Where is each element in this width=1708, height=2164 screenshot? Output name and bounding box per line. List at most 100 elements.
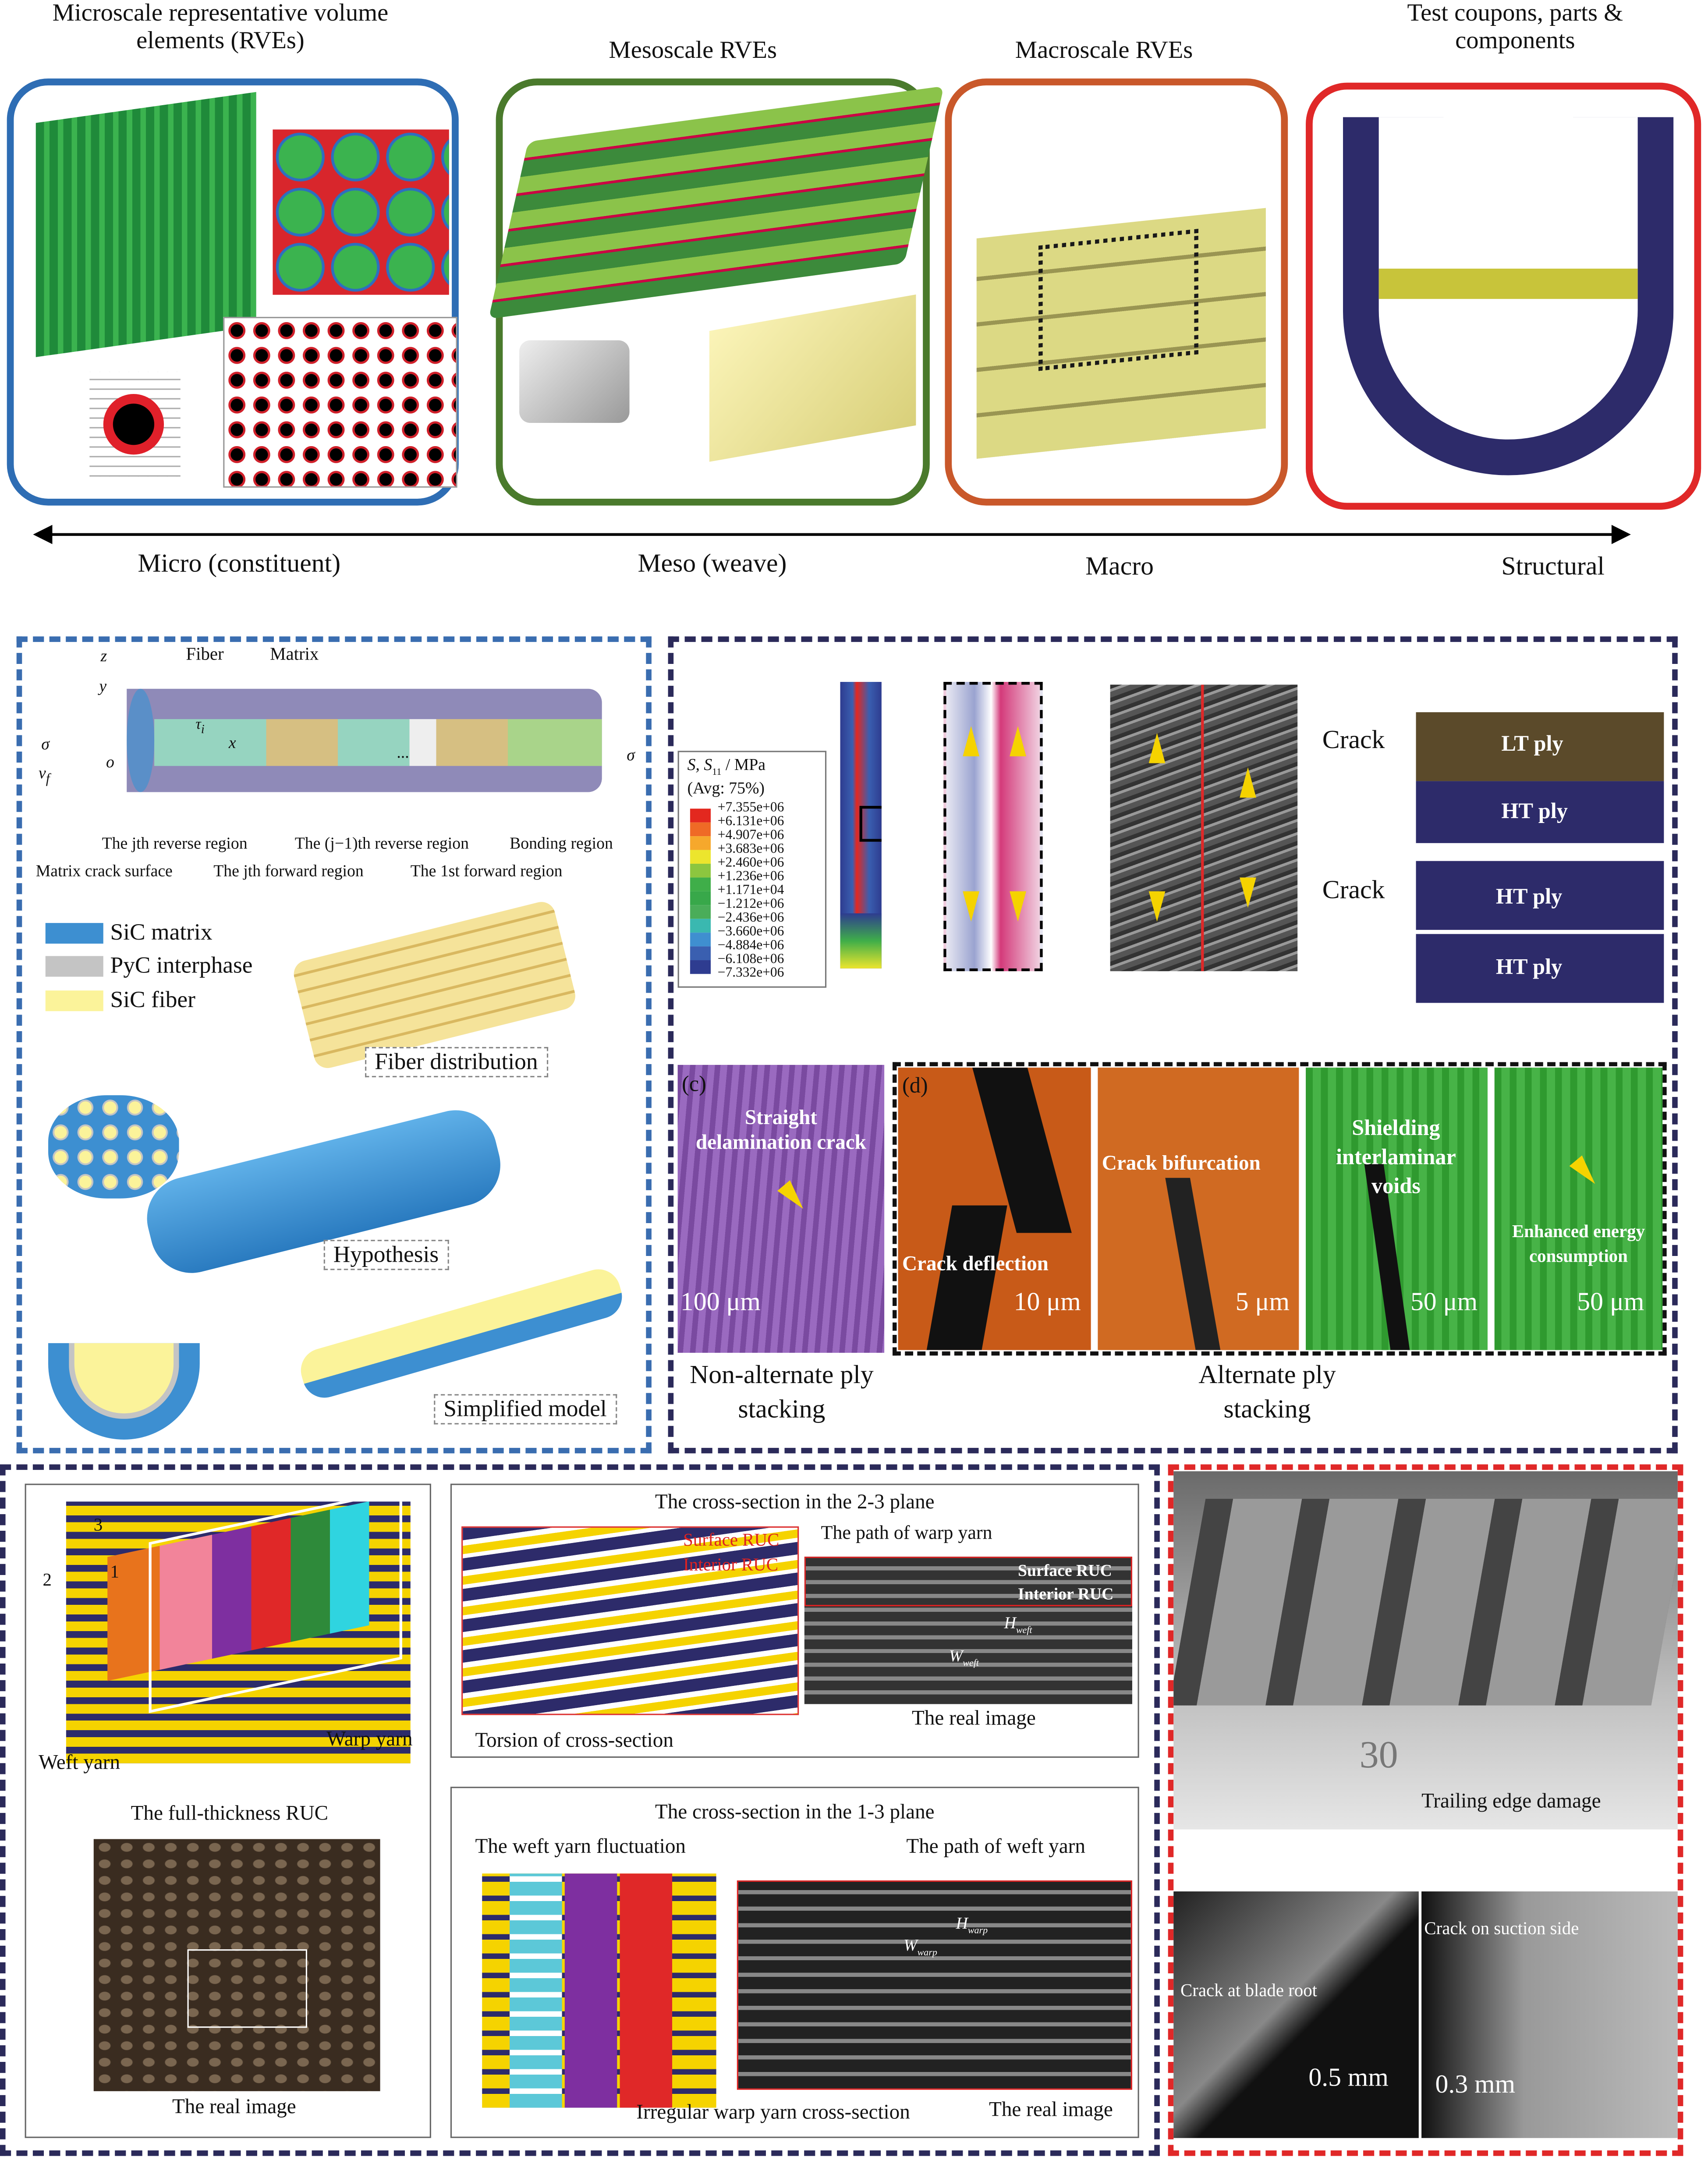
warp-yarn-label: Warp yarn [326,1729,413,1751]
cs23-real-image: Surface RUC Interior RUC Hweft Wweft [804,1557,1132,1704]
interface-schematic [943,682,1043,972]
legend-value: −4.884e+06 [717,938,784,954]
label-bonding: Bonding region [510,833,613,853]
cs23-model: Surface RUC Interior RUC [461,1526,799,1715]
lt-ply-label: LT ply [1501,733,1563,756]
blade-damage-photo: 30 Trailing edge damage [1173,1471,1678,1830]
scale-label-micro: Micro (constituent) [138,550,341,579]
ht-ply-1-label: HT ply [1501,800,1568,824]
h-warp-symbol: H [956,1913,968,1933]
legend-unit: / MPa [721,755,766,774]
cs23-title: The cross-section in the 2-3 plane [655,1492,935,1514]
legend-value: +4.907e+06 [717,828,784,843]
d1-scale: 10 μm [1013,1288,1081,1317]
matrix-label: Matrix [270,643,319,664]
axis-3-label: 3 [93,1514,103,1535]
label-matrix-crack: Matrix crack surface [35,861,173,880]
label-j-1-reverse: The (j−1)th reverse region [294,833,469,853]
fiber-matrix-cylinder [127,688,602,792]
legend-value: +2.460e+06 [717,855,784,871]
sem-image-c: (c) Straight delamination crack 100 μm [677,1064,885,1353]
tau-symbol: τ [195,716,201,733]
lt-ply: LT ply [1416,712,1664,781]
legend-swatch-pyc [45,956,103,977]
w-warp-label: Wwarp [904,1935,937,1959]
legend-value: −7.332e+06 [717,965,784,981]
x-axis-label: x [228,733,236,752]
d3-caption: Shielding interlaminar voids [1336,1117,1456,1198]
d1-caption: Crack deflection [902,1253,1049,1276]
fiber-label: Fiber [186,643,224,664]
d3-scale: 50 μm [1410,1288,1478,1317]
micro-rve-cross-section [273,129,449,295]
origin-label: o [106,752,114,772]
full-thickness-ruc-model [66,1501,411,1763]
path-weft-label: The path of weft yarn [906,1836,1085,1859]
label-1st-forward: The 1st forward region [410,861,563,880]
crack-label-2: Crack [1322,876,1385,905]
legend-value: −6.108e+06 [717,952,784,967]
ht-ply-2-label: HT ply [1495,886,1563,909]
scale-label-meso: Meso (weave) [638,550,787,579]
colorbar-segment [690,933,711,947]
colorbar-segment [690,822,711,837]
colorbar-segment [690,891,711,905]
ruc-subpanel [25,1483,431,2138]
stress-legend: S, S11 / MPa (Avg: 75%) +7.355e+06+6.131… [677,751,827,988]
w-warp-symbol: W [904,1935,918,1955]
macro-laminate-block [976,208,1266,459]
legend-swatch-sic-matrix [45,923,103,944]
w-weft-symbol: W [949,1646,963,1666]
colorbar-segment [690,850,711,864]
d4-scale: 50 μm [1577,1288,1644,1317]
ruc-real-image [93,1839,380,2091]
legend-value: +1.236e+06 [717,869,784,885]
colorbar-segment [690,905,711,919]
colorbar-segment [690,960,711,974]
scale-axis-right-arrow-icon [1611,525,1631,544]
w-weft-label: Wweft [949,1646,979,1670]
weft-yarn-label: Weft yarn [39,1752,120,1774]
blade-root-label: Crack at blade root [1180,1980,1318,2001]
path-warp-label: The path of warp yarn [821,1523,992,1544]
weft-fluctuation-label: The weft yarn fluctuation [475,1836,686,1859]
legend-title-sub: 11 [712,766,722,778]
ht-ply-1: HT ply [1416,781,1664,843]
full-ruc-label: The full-thickness RUC [131,1803,329,1826]
h-weft-symbol: H [1004,1613,1016,1633]
meso-weave-unit [519,340,630,423]
cs13-model [482,1873,716,2108]
scale-0-5mm: 0.5 mm [1308,2063,1389,2093]
alternate-label: Alternate ply stacking [1198,1361,1336,1424]
structural-component [1343,117,1674,475]
scale-label-macro: Macro [1085,552,1154,582]
cs23-surface-ruc-label: Surface RUC [683,1529,780,1550]
legend-pyc-interphase: PyC interphase [110,952,253,978]
cs23-subpanel [450,1483,1139,1758]
legend-value: +7.355e+06 [717,800,784,816]
sem-image-d1: (d) Crack deflection 10 μm [898,1068,1091,1350]
macro-rve-box [945,78,1288,506]
h-weft-label: Hweft [1004,1614,1032,1637]
micro-single-fiber-mesh [89,372,181,477]
z-axis-label: z [100,646,107,666]
panel-bottom-frame [0,1464,1160,2156]
legend-colorbar [690,809,711,974]
d4-caption: Enhanced energy consumption [1512,1220,1645,1266]
colorbar-segment [690,919,711,933]
vf-symbol: v [39,763,46,783]
cs23-interior-ruc-label: Interior RUC [683,1554,778,1575]
label-d: (d) [902,1074,928,1098]
structural-title: Test coupons, parts & components [1407,0,1623,53]
cs13-real-image: Hwarp Wwarp [737,1880,1132,2090]
colorbar-segment [690,836,711,850]
scale-label-structural: Structural [1501,552,1605,582]
vf-label: vf [39,763,50,787]
panel-d-frame [892,1062,1667,1356]
label-jth-forward: The jth forward region [213,861,364,880]
y-axis-label: y [99,676,107,696]
cs13-real-label: The real image [989,2099,1113,2121]
cs13-subpanel [450,1787,1139,2138]
ht-ply-2: HT ply [1416,861,1664,930]
